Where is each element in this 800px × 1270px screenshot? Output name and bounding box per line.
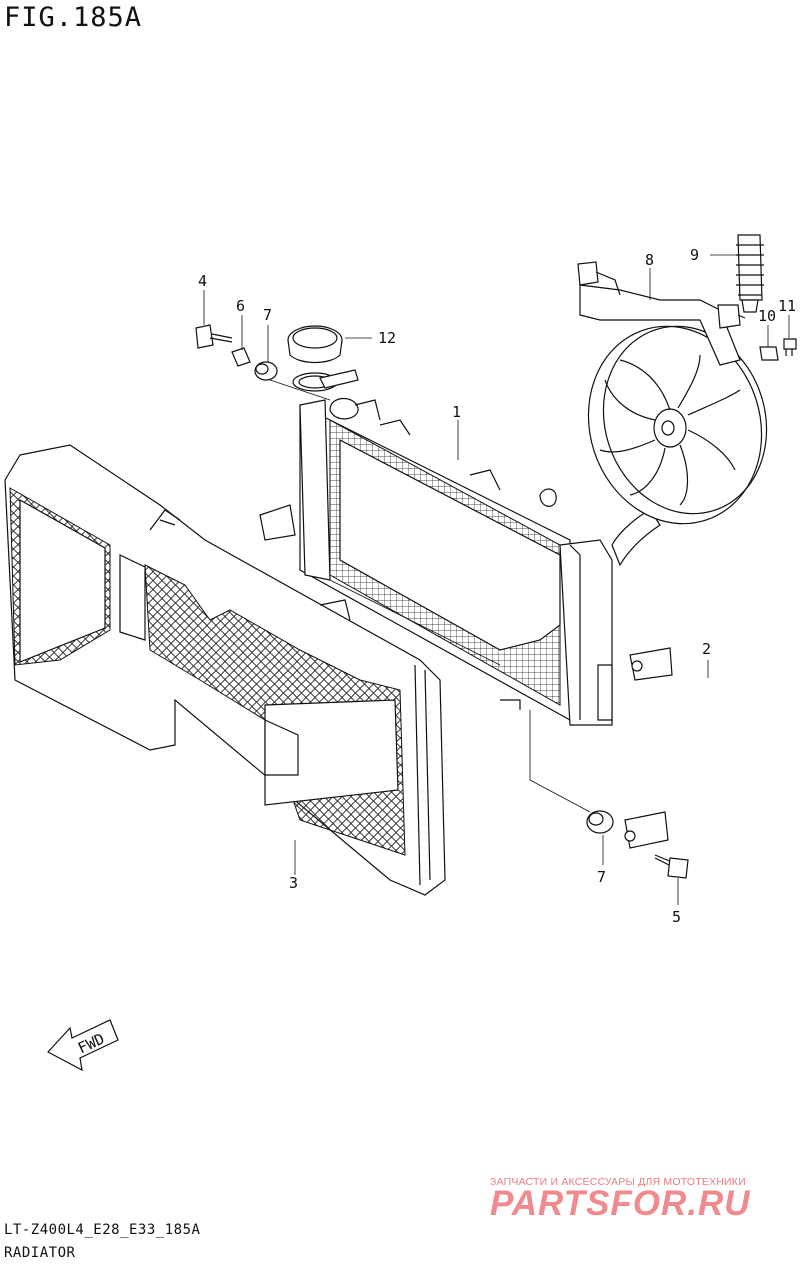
model-code: LT-Z400L4_E28_E33_185A: [4, 1222, 201, 1238]
radiator-shroud: [4, 444, 446, 896]
radiator-core: [259, 397, 661, 726]
callout-11: 11: [778, 297, 796, 315]
bolt-5: [654, 854, 689, 879]
callout-1: 1: [452, 403, 461, 421]
watermark-logo: PARTSFOR.RU: [488, 1184, 793, 1226]
bolt-4: [195, 324, 233, 349]
callout-8: 8: [645, 251, 654, 269]
callout-3: 3: [289, 874, 298, 892]
collar-6: [231, 347, 251, 367]
callout-9: 9: [690, 246, 699, 264]
figure-title: FIG.185A: [4, 2, 143, 33]
watermark-logo-text: PARTSFOR.RU: [490, 1184, 751, 1223]
callout-12: 12: [378, 329, 396, 347]
callout-7-bottom: 7: [597, 868, 606, 886]
radiator-pipe: [624, 647, 735, 849]
filler-neck: [292, 369, 359, 392]
callout-6: 6: [236, 297, 245, 315]
leader-lines: [203, 254, 790, 905]
watermark-tagline: ЗАПЧАСТИ И АКСЕССУАРЫ ДЛЯ МОТОТЕХНИКИ: [490, 1176, 746, 1188]
cooling-fan: [577, 261, 768, 525]
callout-2: 2: [702, 640, 711, 658]
callout-10: 10: [758, 307, 776, 325]
rubber-boot: [736, 234, 764, 313]
radiator-cap: [287, 325, 343, 364]
callout-7-top: 7: [263, 306, 272, 324]
grommet-7-top: [254, 361, 278, 381]
fwd-arrow-icon: FWD: [47, 1019, 119, 1072]
screw-11: [783, 338, 797, 356]
clip-10: [759, 346, 779, 361]
grommet-7-bottom: [586, 810, 614, 834]
section-name: RADIATOR: [4, 1245, 76, 1261]
callout-4: 4: [198, 272, 207, 290]
callout-5: 5: [672, 908, 681, 926]
